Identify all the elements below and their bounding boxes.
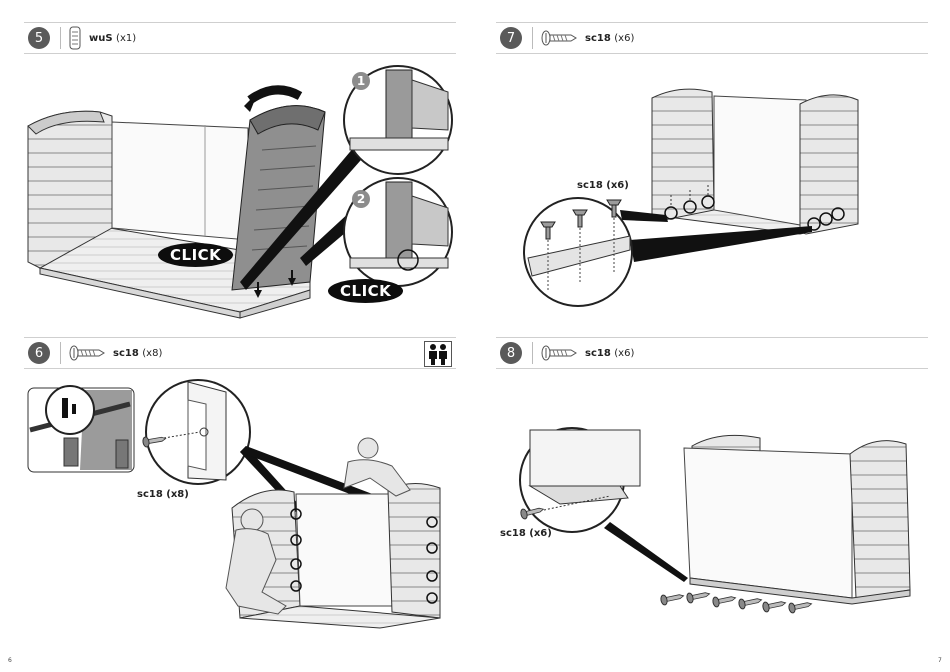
step-6-illustration	[28, 380, 440, 628]
step-8-screw-label: sc18 (x6)	[500, 528, 552, 539]
step-7-screw-label: sc18 (x6)	[577, 180, 629, 191]
detail-number-2: 2	[352, 190, 370, 208]
click-badge-2: CLICK	[328, 279, 403, 303]
step-6-screw-label: sc18 (x8)	[137, 489, 189, 500]
step-8-illustration	[520, 428, 910, 614]
step-5-illustration	[28, 66, 452, 318]
click-badge-1: CLICK	[158, 243, 233, 267]
page-number-left: 6	[8, 657, 12, 664]
step-7-illustration	[524, 89, 858, 306]
page-number-right: 7	[938, 657, 942, 664]
detail-number-1: 1	[352, 72, 370, 90]
